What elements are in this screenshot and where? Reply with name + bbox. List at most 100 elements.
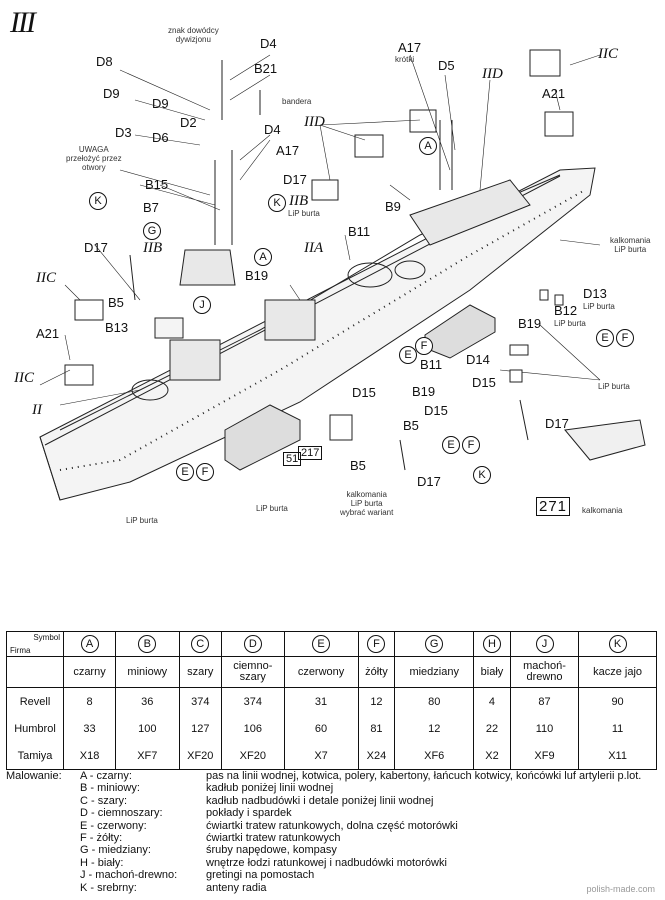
legend-desc: anteny radia xyxy=(206,881,267,894)
paint-code: XF20 xyxy=(178,742,223,770)
paint-code: 81 xyxy=(357,715,396,742)
callout-d13: D13 xyxy=(583,286,607,301)
table-row: Revell 8 36 374 374 31 12 80 4 87 90 xyxy=(6,687,657,715)
paint-code: X24 xyxy=(357,742,396,770)
display-stand xyxy=(224,404,301,471)
decal-number: 271 xyxy=(536,497,571,516)
callout-d4: D4 xyxy=(260,36,277,51)
legend-desc: ćwiartki tratew ratunkowych xyxy=(206,832,341,845)
paint-code: X2 xyxy=(473,742,511,770)
paint-code: XF20 xyxy=(221,742,285,770)
legend-codes: A - czarny: B - miniowy: C - szary: D - … xyxy=(80,770,177,894)
callout-a21b: A21 xyxy=(36,326,60,341)
firm-name: Revell xyxy=(6,687,64,715)
paint-code: XF9 xyxy=(509,742,580,770)
paint-code: 33 xyxy=(62,715,117,742)
callout-d17b: D17 xyxy=(84,240,108,255)
color-circle-f3: F xyxy=(462,436,480,454)
paint-code: X7 xyxy=(283,742,359,770)
callout-b7: B7 xyxy=(143,200,159,215)
callout-b13: B13 xyxy=(105,320,129,335)
callout-d17c: D17 xyxy=(545,416,569,431)
paint-code: X11 xyxy=(578,742,657,770)
color-name-cell: kacze jajo xyxy=(578,656,657,688)
paint-code: 8 xyxy=(62,687,117,715)
legend-code: E - czerwony: xyxy=(80,819,147,832)
color-name-cell: czerwony xyxy=(283,656,359,688)
callout-iia: IIA xyxy=(304,240,324,256)
table-row: Humbrol 33 100 127 106 60 81 12 22 110 1… xyxy=(6,715,657,742)
callout-b12-note: LiP burta xyxy=(554,319,586,328)
paint-code: 90 xyxy=(578,687,657,715)
paint-code: 106 xyxy=(221,715,285,742)
paint-code: 60 xyxy=(283,715,359,742)
symbol-cell: J xyxy=(509,631,580,657)
legend-code: A - czarny: xyxy=(80,770,132,782)
paint-code: 80 xyxy=(394,687,475,715)
callout-b5c: B5 xyxy=(350,458,366,473)
callout-a17b: A17 xyxy=(276,143,300,158)
legend-code: C - szary: xyxy=(80,794,128,807)
callout-d15c: D15 xyxy=(424,403,448,418)
callout-b15a: B15 xyxy=(145,177,169,192)
color-name-cell: żółty xyxy=(357,656,396,688)
legend-code: F - żółty: xyxy=(80,832,123,845)
symbol-cell: A xyxy=(62,631,117,657)
paint-code: 12 xyxy=(357,687,396,715)
callout-b5a: B5 xyxy=(108,295,124,310)
callout-d9: D9 xyxy=(103,86,120,101)
symbol-cell: K xyxy=(578,631,657,657)
color-circle-a2: A xyxy=(254,248,272,266)
paint-code: 100 xyxy=(115,715,180,742)
callout-kalk-right: kalkomania LiP burta xyxy=(610,236,651,254)
callout-b5b: B5 xyxy=(403,418,419,433)
paint-code: 110 xyxy=(509,715,580,742)
color-name-cell: miniowy xyxy=(115,656,180,688)
callout-b11a: B11 xyxy=(348,224,371,239)
callout-d9b: D9 xyxy=(152,96,169,111)
callout-b19a: B19 xyxy=(245,268,269,283)
symbol-cell: B xyxy=(115,631,180,657)
callout-b11b: B11 xyxy=(420,357,443,372)
callout-d14: D14 xyxy=(466,352,490,367)
callout-iid-b: IID xyxy=(304,114,325,130)
callout-d15a: D15 xyxy=(472,375,496,390)
callout-b19c: B19 xyxy=(412,384,436,399)
callout-iib: IIB xyxy=(289,193,309,209)
legend-desc: śruby napędowe, kompasy xyxy=(206,844,337,857)
symbol-cell: E xyxy=(283,631,359,657)
legend-code: J - machoń-drewno: xyxy=(80,869,178,882)
paint-code: 22 xyxy=(473,715,511,742)
callout-d5: D5 xyxy=(438,58,455,73)
symbol-cell: C xyxy=(178,631,223,657)
callout-lip-bottom-mid: LiP burta xyxy=(256,504,288,513)
color-circle-e1: E xyxy=(399,346,417,364)
color-circle-k3: K xyxy=(473,466,491,484)
color-name-cell: biały xyxy=(473,656,511,688)
legend-desc: kadłub nadbudówki i detale poniżej linii… xyxy=(206,794,434,807)
page-number: III xyxy=(10,6,36,39)
callout-d17a: D17 xyxy=(283,172,307,187)
flag-decal-b: 217 xyxy=(298,446,323,460)
callout-note-uwaga: UWAGA przełożyć przez otwory xyxy=(66,145,122,172)
table-row: Tamiya X18 XF7 XF20 XF20 X7 X24 XF6 X2 X… xyxy=(6,742,657,770)
color-circle-k2: K xyxy=(268,194,286,212)
callout-b21: B21 xyxy=(254,61,278,76)
callout-iic-b: IIC xyxy=(36,270,56,286)
legend-code: B - miniowy: xyxy=(80,782,140,795)
callout-d17d: D17 xyxy=(417,474,441,489)
paint-code: XF6 xyxy=(394,742,475,770)
legend-desc: wnętrze łodzi ratunkowej i nadbudówki mo… xyxy=(206,856,447,869)
symbol-cell: H xyxy=(473,631,511,657)
paint-code: 87 xyxy=(509,687,580,715)
legend-desc: pokłady i spardek xyxy=(206,807,292,820)
color-name-cell: czarny xyxy=(62,656,117,688)
watermark: polish-made.com xyxy=(586,884,655,894)
color-circle-e3: E xyxy=(442,436,460,454)
paint-code: 4 xyxy=(473,687,511,715)
color-name-cell: machoń- drewno xyxy=(509,656,580,688)
color-name-cell: szary xyxy=(178,656,223,688)
legend-descriptions: pas na linii wodnej, kotwica, polery, ka… xyxy=(206,770,641,894)
callout-note-commander: znak dowódcy dywizjonu xyxy=(168,26,219,44)
color-circle-f1: F xyxy=(415,337,433,355)
